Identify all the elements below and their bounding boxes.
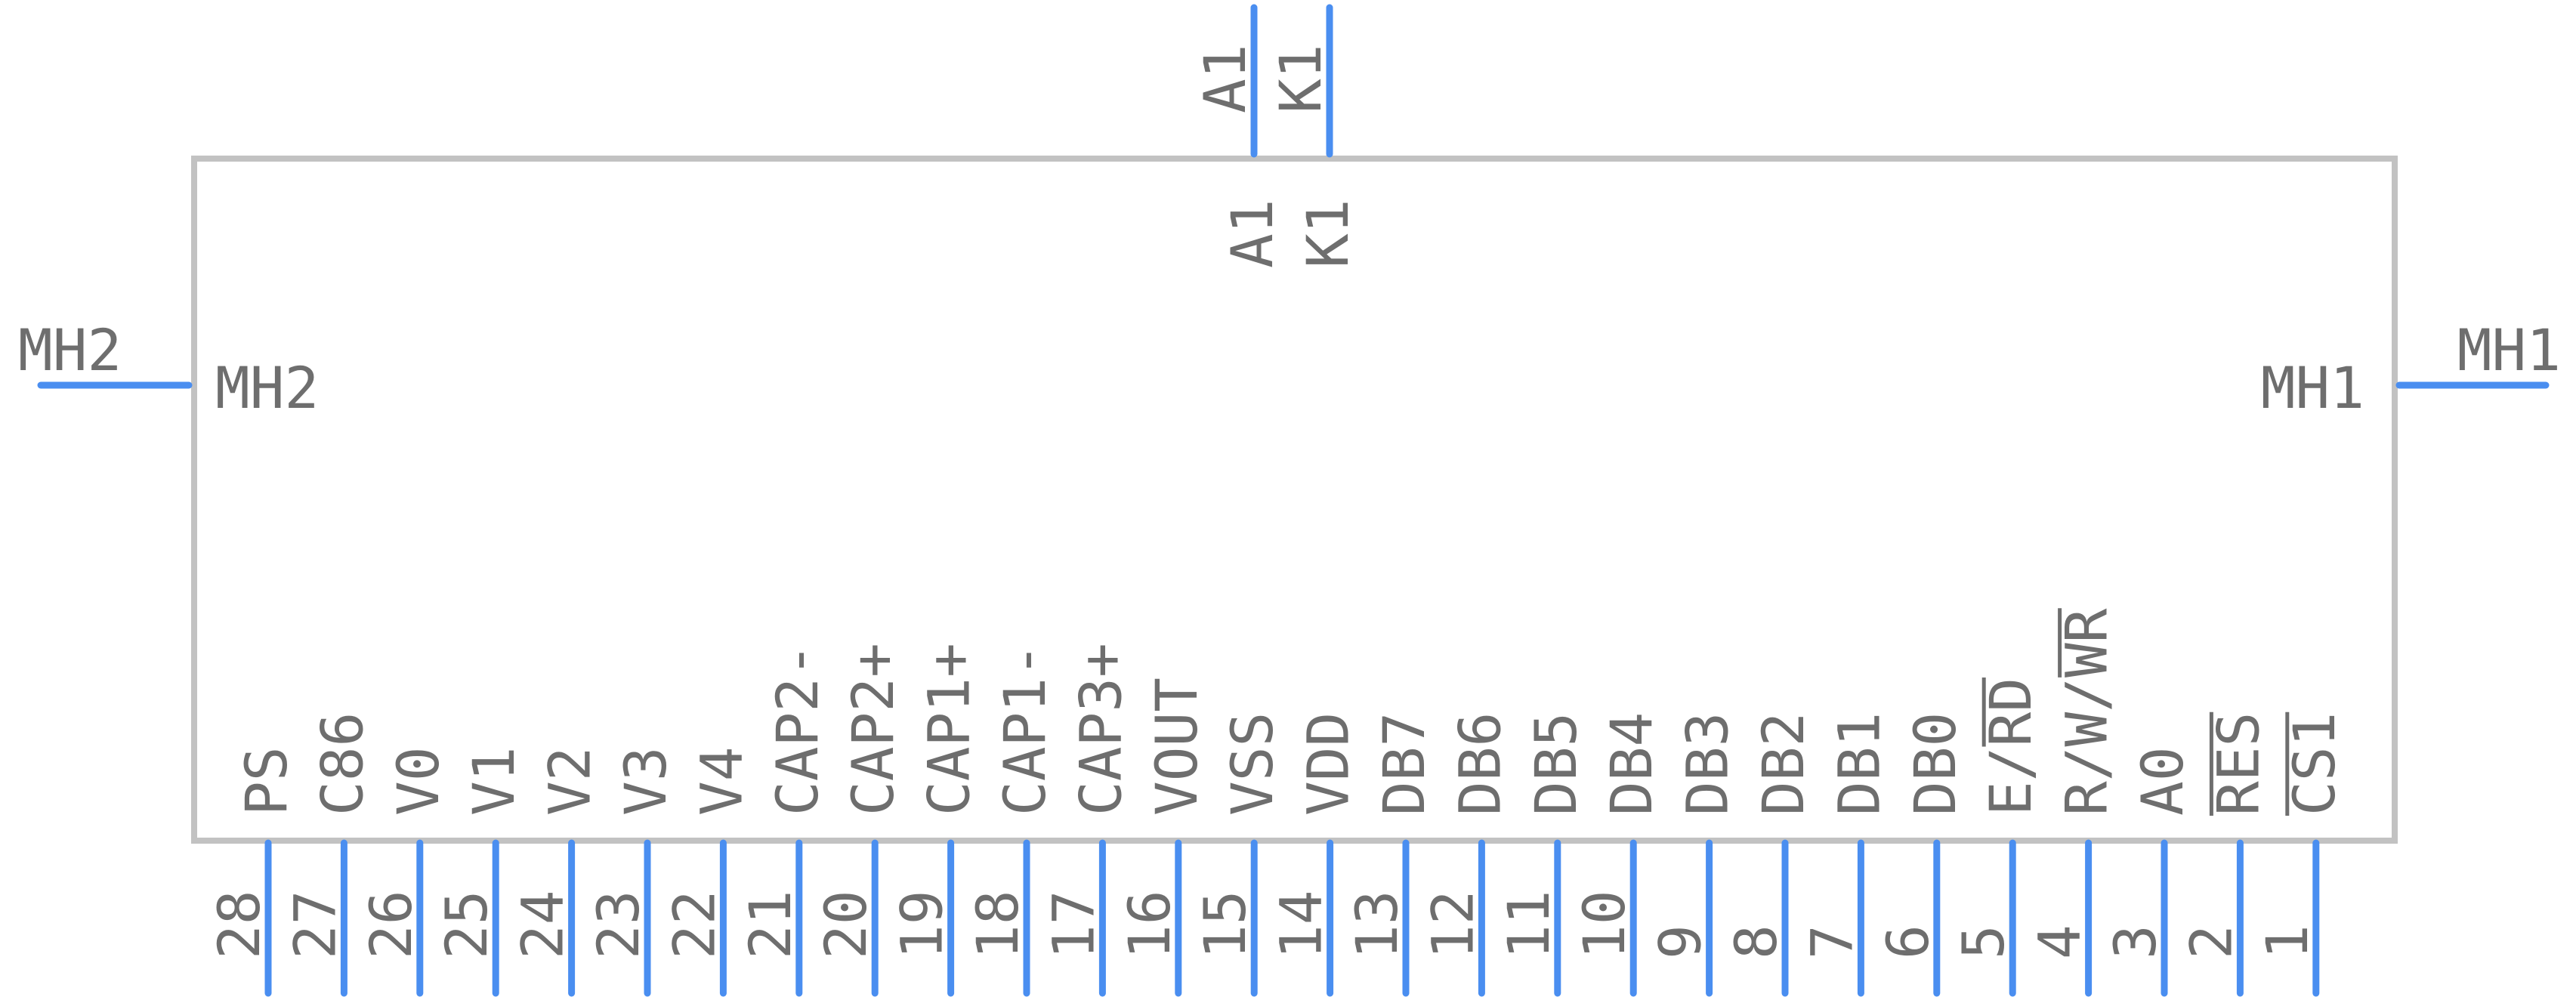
pin-23-number: 23 — [585, 890, 652, 959]
pin-17-number: 17 — [1039, 890, 1107, 959]
pin-26-label: V0 — [385, 746, 452, 816]
pin-28-label: PS — [233, 746, 300, 816]
pin-22-label: V4 — [687, 746, 755, 816]
pin-MH2-inner-label: MH2 — [215, 354, 319, 421]
pin-8-label: DB2 — [1750, 712, 1817, 816]
pin-27-label: C86 — [308, 712, 375, 816]
pin-K1-outer-label: K1 — [1267, 44, 1334, 113]
pin-27-number: 27 — [281, 890, 348, 959]
pin-9-number: 9 — [1647, 924, 1714, 959]
pin-12-label: DB6 — [1446, 712, 1513, 816]
pin-MH1-outer-label: MH1 — [2457, 316, 2561, 384]
pin-2-label: RES — [2204, 712, 2272, 816]
pin-8-number: 8 — [1722, 924, 1790, 959]
pin-6-label: DB0 — [1901, 712, 1969, 816]
pin-26-number: 26 — [357, 890, 425, 959]
pin-14-label: VDD — [1295, 712, 1362, 816]
pin-7-label: DB1 — [1825, 712, 1892, 816]
pin-22-number: 22 — [660, 890, 727, 959]
pin-16-number: 16 — [1116, 890, 1183, 959]
pin-23-label: V3 — [612, 746, 679, 816]
pin-MH2-outer-label: MH2 — [18, 316, 122, 384]
pin-1-number: 1 — [2253, 924, 2321, 959]
pin-11-number: 11 — [1495, 890, 1562, 959]
pin-K1-inner-label: K1 — [1294, 199, 1361, 268]
pin-17-label: CAP3+ — [1067, 643, 1134, 816]
pin-MH1-inner-label: MH1 — [2261, 354, 2364, 421]
pin-19-label: CAP1+ — [916, 643, 983, 816]
pin-19-number: 19 — [888, 890, 956, 959]
pin-11-label: DB5 — [1522, 712, 1589, 816]
pin-14-number: 14 — [1268, 890, 1335, 959]
pin-25-label: V1 — [460, 746, 527, 816]
pin-21-number: 21 — [737, 890, 804, 959]
pin-2-number: 2 — [2177, 924, 2244, 959]
pin-5-label: E/RD — [1977, 678, 2044, 816]
pin-10-number: 10 — [1571, 890, 1638, 959]
pin-24-label: V2 — [536, 746, 604, 816]
pin-group — [37, 4, 2550, 997]
pin-15-number: 15 — [1191, 890, 1259, 959]
pin-4-number: 4 — [2026, 924, 2093, 959]
pin-3-number: 3 — [2102, 924, 2169, 959]
pin-20-number: 20 — [812, 890, 879, 959]
pin-25-number: 25 — [433, 890, 500, 959]
pin-13-label: DB7 — [1370, 712, 1438, 816]
pin-13-number: 13 — [1343, 890, 1410, 959]
pin-10-label: DB4 — [1598, 712, 1665, 816]
pin-24-number: 24 — [509, 890, 576, 959]
pin-4-label: R/W/WR — [2053, 608, 2120, 816]
pin-A1-inner-label: A1 — [1219, 199, 1286, 268]
pin-6-number: 6 — [1874, 924, 1941, 959]
component-body — [191, 156, 2398, 844]
pin-1-label: CS1 — [2281, 712, 2348, 816]
pin-20-label: CAP2+ — [839, 643, 907, 816]
pin-7-number: 7 — [1798, 924, 1865, 959]
label-group: 28PS27C8626V025V124V223V322V421CAP2-20CA… — [18, 44, 2561, 959]
pin-5-number: 5 — [1950, 924, 2017, 959]
pin-18-label: CAP1- — [991, 643, 1058, 816]
pin-12-number: 12 — [1419, 890, 1486, 959]
pin-3-label: A0 — [2129, 746, 2196, 816]
pin-21-label: CAP2- — [764, 643, 831, 816]
pin-16-label: VOUT — [1143, 678, 1210, 816]
pin-A1-outer-label: A1 — [1191, 44, 1259, 113]
pin-9-label: DB3 — [1674, 712, 1741, 816]
pin-15-label: VSS — [1219, 712, 1286, 816]
pin-18-number: 18 — [964, 890, 1031, 959]
pin-28-number: 28 — [205, 890, 273, 959]
